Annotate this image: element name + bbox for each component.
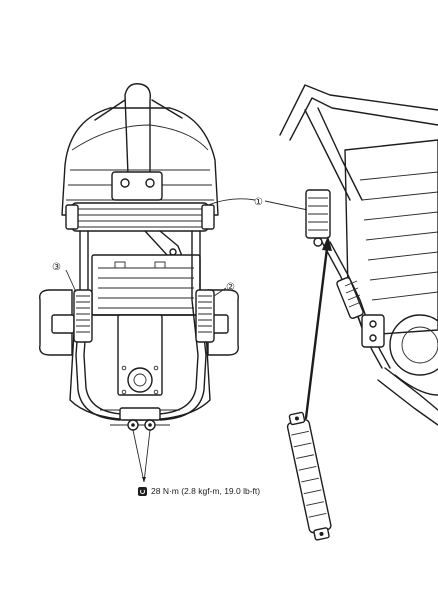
- callout-3-label: ③: [52, 262, 61, 273]
- engine-side-view: [279, 84, 438, 541]
- torque-wrench-icon: [138, 486, 147, 496]
- callout-2-label: ②: [226, 282, 235, 293]
- callout-part-3: ③: [52, 262, 77, 293]
- torque-spec: 28 N·m (2.8 kgf-m, 19.0 lb-ft): [138, 486, 260, 496]
- engine-front-view: [39, 83, 239, 483]
- torque-value: 28 N·m (2.8 kgf-m, 19.0 lb-ft): [151, 486, 261, 496]
- callout-part-1: ①: [207, 197, 309, 211]
- callout-1-label: ①: [254, 197, 263, 208]
- callout-part-2: ②: [213, 282, 235, 297]
